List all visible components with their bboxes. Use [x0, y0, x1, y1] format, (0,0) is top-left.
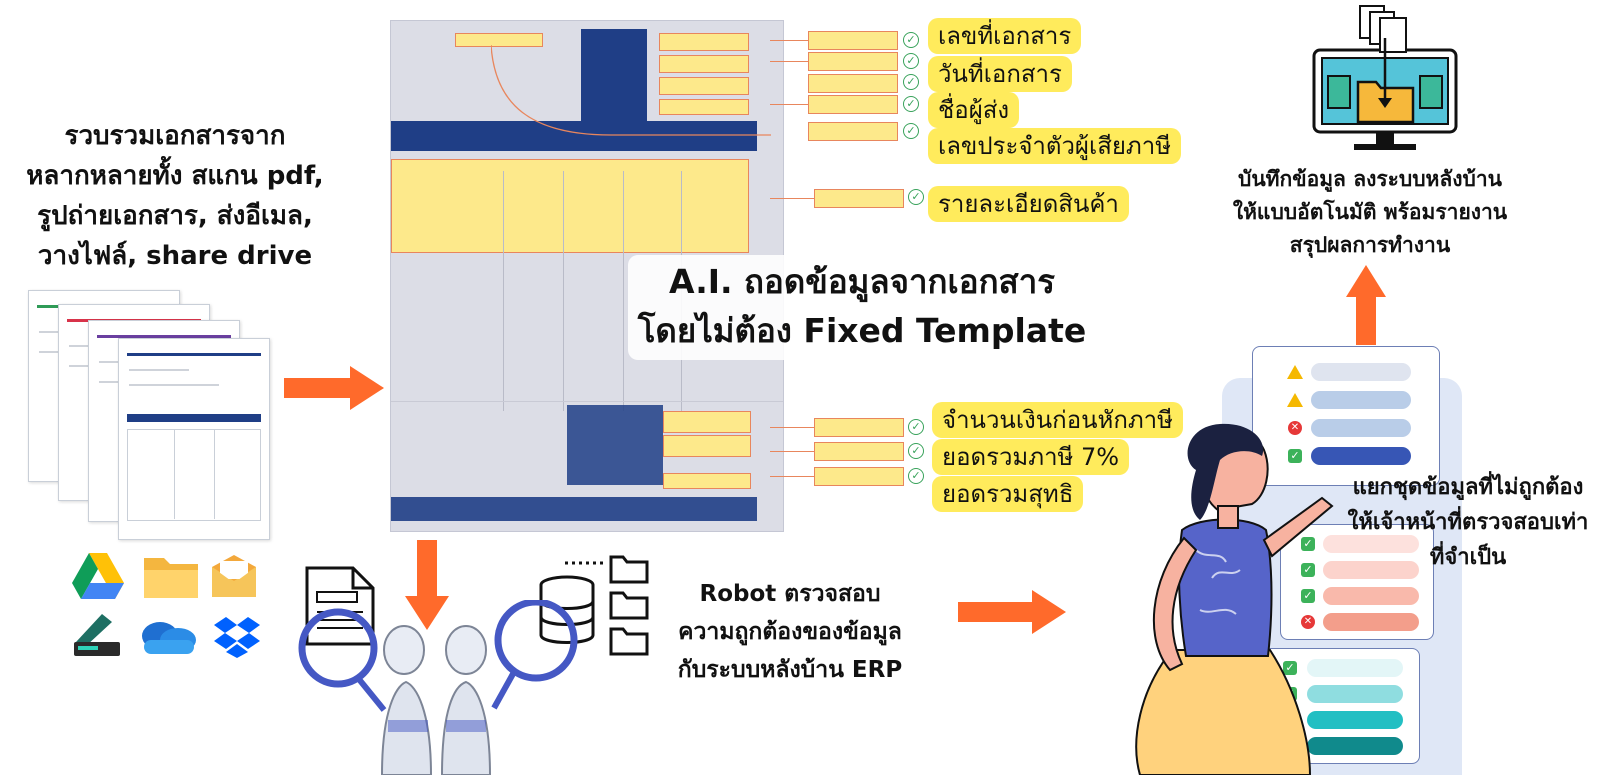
field-label-vat: ยอดรวมภาษี 7%	[932, 439, 1130, 475]
right-top-line: สรุปผลการทำงาน	[1289, 233, 1451, 257]
field-label-doc-date: วันที่เอกสาร	[928, 56, 1072, 92]
left-title-line: หลากหลายทั้ง สแกน pdf,	[26, 161, 324, 191]
warning-icon	[1287, 365, 1303, 379]
extracted-box	[814, 467, 904, 486]
check-icon: ✓	[908, 419, 924, 435]
right-mid-line: ให้เจ้าหน้าที่ตรวจสอบเท่า	[1347, 510, 1589, 535]
extracted-box	[814, 189, 904, 208]
robot-text-line: Robot ตรวจสอบ	[699, 581, 881, 607]
extracted-box	[808, 31, 898, 50]
check-icon: ✓	[908, 443, 924, 459]
arrow-up	[1346, 265, 1386, 345]
extracted-box	[808, 52, 898, 71]
field-label-tax-id: เลขประจำตัวผู้เสียภาษี	[928, 128, 1182, 164]
right-top-line: บันทึกข้อมูล ลงระบบหลังบ้าน	[1237, 167, 1503, 191]
robot-text-line: ความถูกต้องของข้อมูล	[678, 619, 902, 645]
left-title-line: วางไฟล์, share drive	[37, 241, 313, 271]
robot-description: Robot ตรวจสอบ ความถูกต้องของข้อมูล กับระ…	[640, 575, 940, 689]
save-to-backend-description: บันทึกข้อมูล ลงระบบหลังบ้าน ให้แบบอัตโนม…	[1180, 163, 1560, 262]
email-icon	[210, 555, 258, 603]
check-icon: ✓	[903, 96, 919, 112]
folder-icon	[142, 552, 200, 604]
status-panel-mixed: ✓ ✓ ✓ ✕	[1280, 524, 1434, 640]
check-icon: ✓	[908, 468, 924, 484]
error-icon: ✕	[1301, 615, 1315, 629]
left-title-line: รวบรวมเอกสารจาก	[64, 121, 286, 151]
check-icon: ✓	[903, 74, 919, 90]
check-icon: ✓	[903, 53, 919, 69]
document-icon	[305, 566, 375, 650]
document-stack	[28, 290, 278, 540]
error-icon: ✕	[1288, 421, 1302, 435]
check-icon: ✓	[1283, 661, 1297, 675]
status-panel-warnings: ✕ ✓	[1252, 346, 1440, 486]
ai-title-line: โดยไม่ต้อง Fixed Template	[637, 311, 1087, 350]
onedrive-icon	[136, 618, 198, 658]
field-label-net-total: ยอดรวมสุทธิ	[932, 476, 1084, 512]
check-icon: ✓	[1301, 589, 1315, 603]
ai-title: A.I. ถอดข้อมูลจากเอกสาร โดยไม่ต้อง Fixed…	[628, 257, 1096, 355]
check-icon: ✓	[1288, 449, 1302, 463]
robot-text-line: กับระบบหลังบ้าน ERP	[677, 657, 903, 683]
check-icon: ✓	[903, 123, 919, 139]
field-label-amount-before-tax: จำนวนเงินก่อนหักภาษี	[932, 402, 1183, 438]
right-top-line: ให้แบบอัตโนมัติ พร้อมรายงาน	[1232, 200, 1508, 224]
extracted-box	[808, 122, 898, 141]
check-icon: ✓	[1301, 563, 1315, 577]
check-icon: ✓	[908, 189, 924, 205]
check-icon: ✓	[1301, 537, 1315, 551]
flag-invalid-description: แยกชุดข้อมูลที่ไม่ถูกต้อง ให้เจ้าหน้าที่…	[1318, 470, 1616, 575]
left-title-line: รูปถ่ายเอกสาร, ส่งอีเมล,	[37, 201, 313, 231]
dropbox-icon	[214, 616, 260, 662]
computer-folder-icon	[1310, 4, 1460, 158]
robots-illustration	[296, 598, 606, 779]
extracted-box	[808, 95, 898, 114]
right-mid-line: แยกชุดข้อมูลที่ไม่ถูกต้อง	[1352, 475, 1584, 500]
document-page	[118, 338, 270, 540]
ai-title-line: A.I. ถอดข้อมูลจากเอกสาร	[669, 262, 1055, 301]
check-icon: ✓	[903, 32, 919, 48]
warning-icon	[1287, 393, 1303, 407]
right-mid-line: ที่จำเป็น	[1429, 545, 1507, 570]
woman-illustration	[1100, 420, 1340, 779]
arrow-down	[405, 540, 449, 630]
extracted-box	[808, 74, 898, 93]
extracted-box	[814, 418, 904, 437]
scanner-icon	[72, 612, 122, 662]
field-label-sender: ชื่อผู้ส่ง	[928, 92, 1020, 128]
extracted-box	[814, 442, 904, 461]
ai-title-backdrop	[628, 255, 1096, 360]
left-title: รวบรวมเอกสารจาก หลากหลายทั้ง สแกน pdf, ร…	[0, 116, 350, 276]
google-drive-icon	[72, 553, 124, 603]
field-label-product-detail: รายละเอียดสินค้า	[928, 186, 1129, 222]
arrow-right-1	[284, 366, 384, 410]
field-label-doc-number: เลขที่เอกสาร	[928, 18, 1082, 54]
arrow-right-2	[958, 590, 1066, 634]
